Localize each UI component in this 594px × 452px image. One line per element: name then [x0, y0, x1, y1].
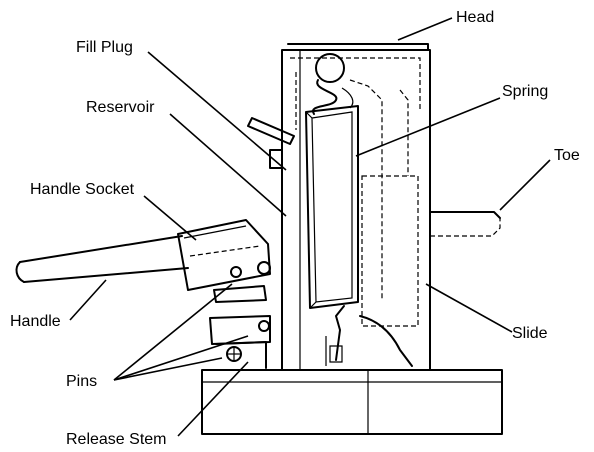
- label-reservoir: Reservoir: [86, 99, 155, 116]
- label-fill-plug: Fill Plug: [76, 39, 133, 56]
- label-spring: Spring: [502, 83, 548, 100]
- label-toe: Toe: [554, 147, 580, 164]
- toe: [429, 211, 501, 237]
- slide: [361, 89, 419, 327]
- label-head: Head: [456, 9, 494, 26]
- pump-assembly: [177, 219, 271, 369]
- base-plate: [201, 369, 503, 435]
- jack-body: [281, 43, 431, 371]
- head: [290, 57, 421, 130]
- fill-plug: [247, 117, 295, 169]
- spring-cylinder: [305, 105, 359, 309]
- leader-lines: [69, 17, 551, 437]
- label-handle: Handle: [10, 313, 61, 330]
- handle: [15, 235, 189, 283]
- label-release-stem: Release Stem: [66, 431, 167, 448]
- label-handle-socket: Handle Socket: [30, 181, 135, 198]
- spring-coil: [312, 53, 383, 300]
- label-pins: Pins: [66, 373, 97, 390]
- label-slide: Slide: [512, 325, 548, 342]
- lower-linkage: [325, 305, 413, 367]
